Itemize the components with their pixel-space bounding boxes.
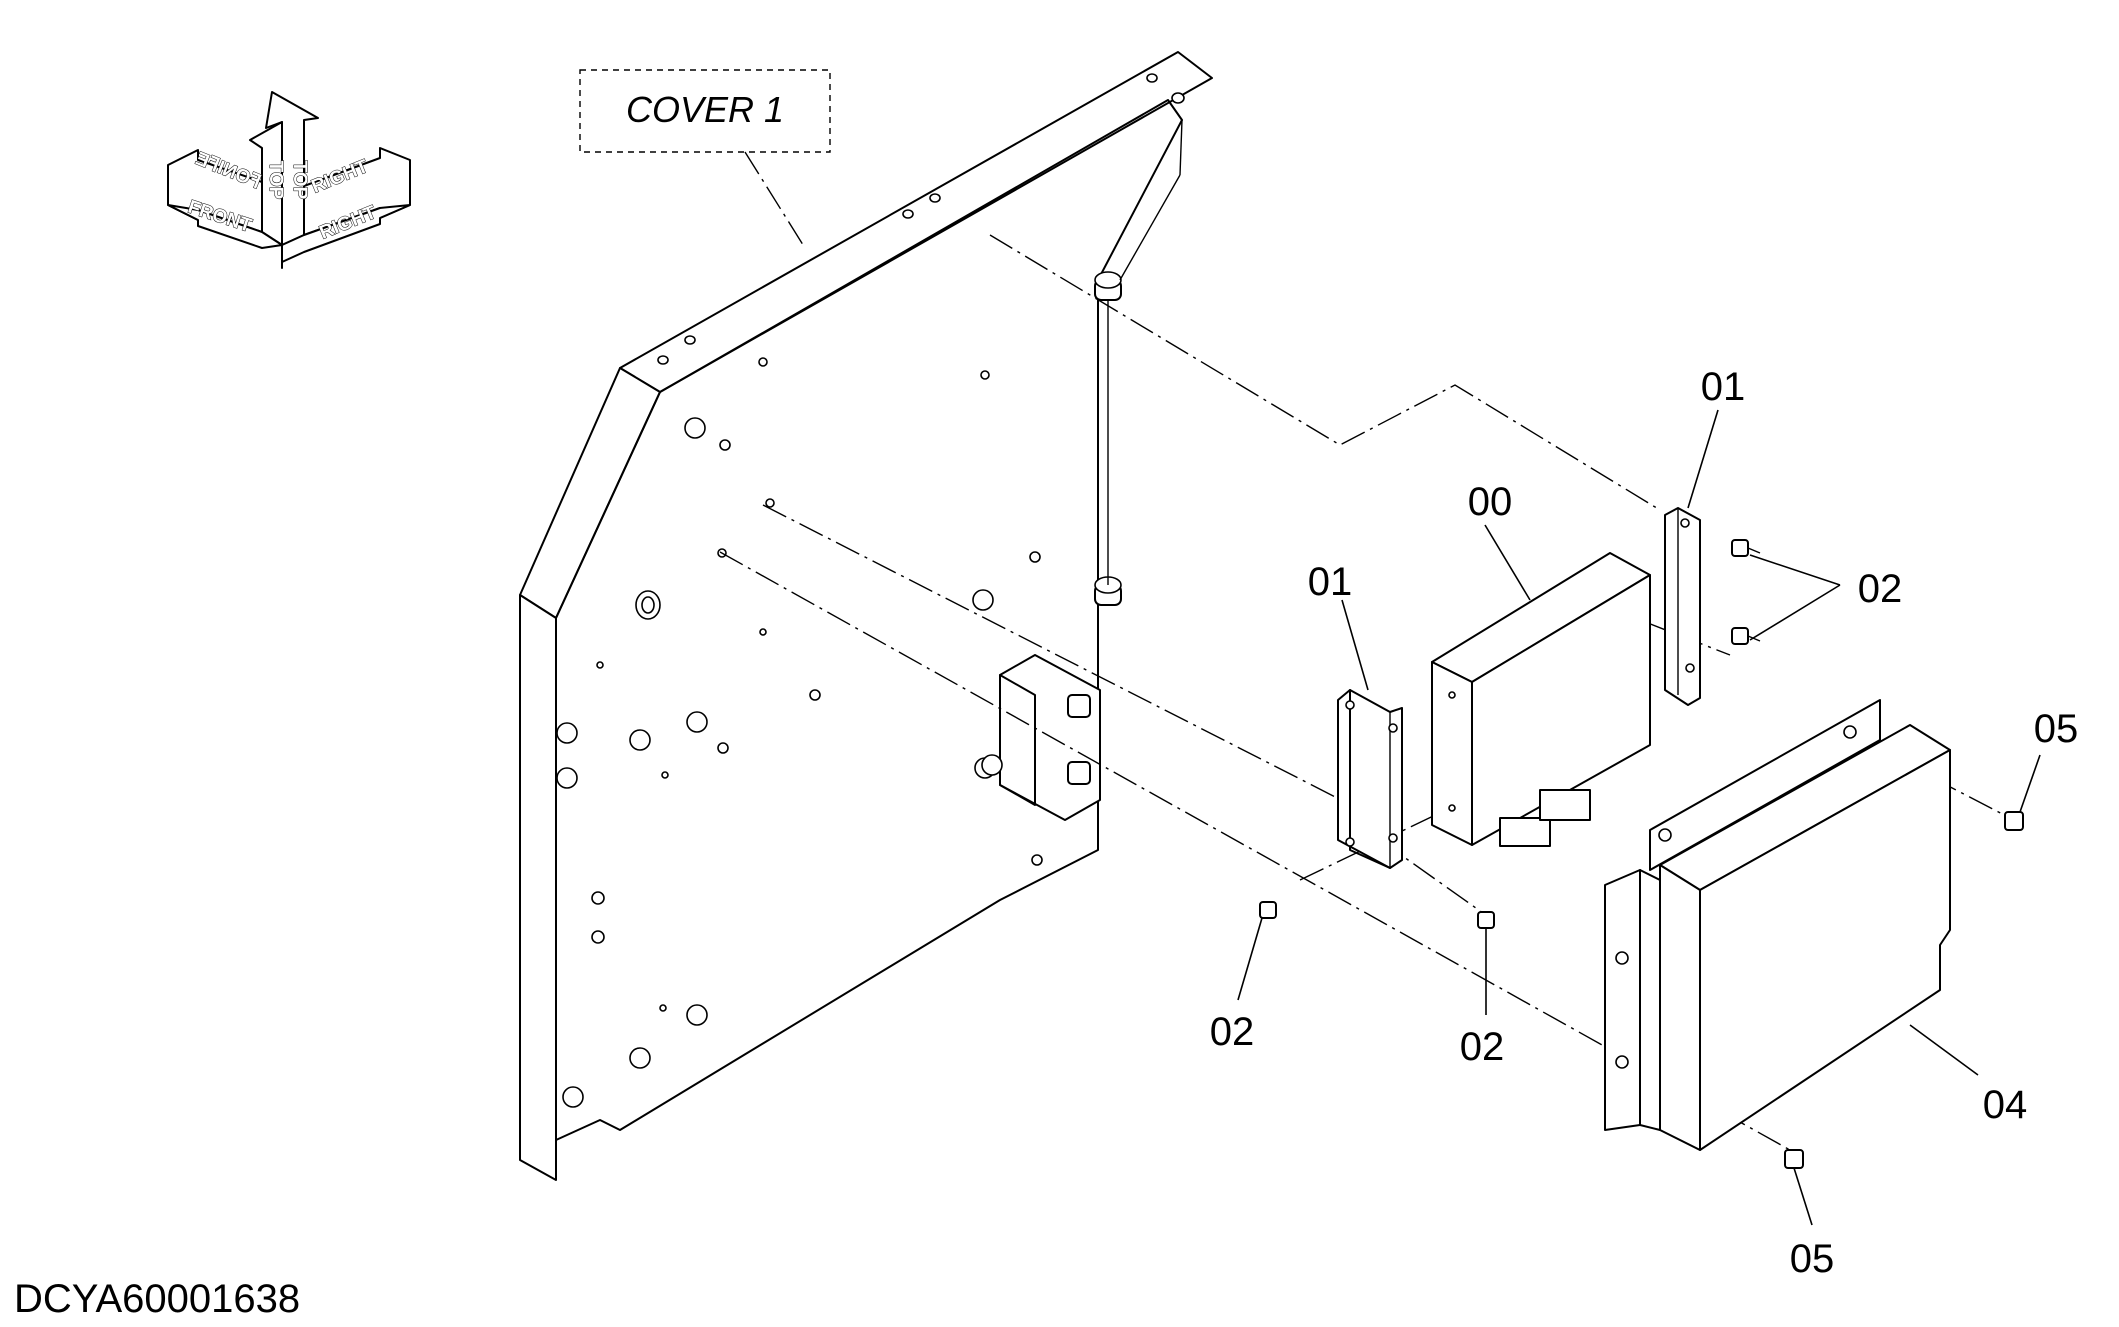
callout-labels: 00 01 01 02 02 02 04 05 05 (1210, 365, 2079, 1281)
callout-01-left: 01 (1308, 560, 1353, 604)
leader-lines (1237, 409, 2041, 1226)
callout-02-right: 02 (1858, 567, 1903, 611)
bolt-icon (1477, 911, 1495, 929)
cover-panel (519, 51, 1213, 1181)
bracket-part-01-right (1664, 507, 1701, 706)
callout-05-bottom: 05 (1790, 1237, 1835, 1281)
cover-label-box: COVER 1 (579, 69, 831, 249)
document-id: DCYA60001638 (14, 1277, 300, 1321)
callout-00: 00 (1468, 480, 1513, 524)
callout-04: 04 (1983, 1083, 2028, 1127)
bolt-icon (1784, 1149, 1804, 1169)
cover-label: COVER 1 (626, 89, 784, 130)
top-label: TOP (289, 161, 310, 200)
svg-text:TOP: TOP (265, 161, 286, 200)
controller-unit-part-00 (1431, 552, 1651, 847)
bolts-part-02 (1259, 539, 1761, 929)
bolt-icon (2004, 811, 2024, 831)
callout-02-center: 02 (1460, 1025, 1505, 1069)
bolt-icon (1731, 627, 1761, 645)
orientation-indicator: ƎꟻIИOꟻ FRONT TOP TOP RIGHT RIGHT (167, 91, 411, 269)
bolt-icon (1259, 901, 1277, 919)
bolt-icon (1731, 539, 1761, 557)
callout-01-right: 01 (1701, 365, 1746, 409)
cover-case-part-04 (1604, 699, 1951, 1151)
bracket-part-01-left (1337, 689, 1403, 869)
callout-05-right: 05 (2034, 707, 2079, 751)
callout-02-left: 02 (1210, 1010, 1255, 1054)
